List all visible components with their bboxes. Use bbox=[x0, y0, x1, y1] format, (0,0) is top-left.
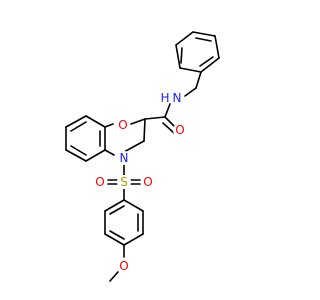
bond bbox=[195, 37, 212, 42]
bond bbox=[85, 149, 106, 162]
molecule-structure-diagram: N H O O N S O O O bbox=[65, 31, 220, 282]
bond bbox=[184, 87, 197, 97]
bond bbox=[123, 140, 145, 153]
bond bbox=[192, 31, 216, 37]
bond bbox=[130, 118, 146, 125]
methoxy-oxygen-label: O bbox=[119, 259, 128, 273]
bond bbox=[199, 56, 214, 67]
bond bbox=[70, 121, 87, 132]
bond bbox=[195, 71, 202, 89]
bond bbox=[162, 122, 175, 134]
bond bbox=[104, 199, 125, 212]
bond bbox=[109, 230, 125, 240]
ring-oxygen-label: O bbox=[118, 118, 127, 132]
bond bbox=[70, 145, 87, 156]
bonds bbox=[65, 31, 220, 282]
bond bbox=[65, 149, 87, 162]
bond bbox=[65, 115, 87, 128]
bond bbox=[144, 116, 166, 120]
ring-nitrogen: N bbox=[117, 151, 131, 165]
sulfonyl-oxygen-right: O bbox=[141, 175, 155, 189]
sulfonyl-oxygen-left-label: O bbox=[95, 175, 104, 189]
bond bbox=[85, 115, 106, 128]
amide-nitrogen: N bbox=[170, 91, 184, 105]
amide-nitrogen-label: N bbox=[173, 91, 182, 105]
bond bbox=[104, 233, 125, 246]
amide-hydrogen: H bbox=[160, 91, 169, 105]
bond bbox=[123, 199, 144, 212]
carbonyl-oxygen-label: O bbox=[175, 123, 184, 137]
carbonyl-oxygen: O bbox=[173, 123, 187, 137]
bond bbox=[123, 233, 144, 246]
bond bbox=[175, 44, 181, 69]
bond bbox=[180, 47, 183, 64]
bond bbox=[164, 103, 171, 118]
bond bbox=[109, 271, 119, 282]
bond bbox=[104, 123, 114, 128]
ring-nitrogen-label: N bbox=[120, 151, 129, 165]
sulfonyl-oxygen-right-label: O bbox=[143, 175, 152, 189]
bond bbox=[214, 35, 220, 59]
bond bbox=[109, 205, 125, 215]
amide-hydrogen-label: H bbox=[160, 91, 169, 105]
bond bbox=[200, 57, 220, 73]
bond bbox=[179, 67, 202, 73]
methoxy-oxygen: O bbox=[117, 259, 131, 273]
sulfonyl-sulfur-label: S bbox=[120, 175, 128, 189]
sulfonyl-oxygen-left: O bbox=[93, 175, 107, 189]
ring-oxygen: O bbox=[116, 118, 130, 132]
atom-labels: N H O O N S O O O bbox=[93, 91, 187, 273]
bond bbox=[143, 118, 146, 142]
bond bbox=[104, 149, 115, 156]
bond bbox=[175, 31, 194, 46]
sulfonyl-sulfur: S bbox=[117, 175, 131, 189]
